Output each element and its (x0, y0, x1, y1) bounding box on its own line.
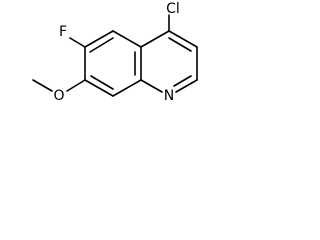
bond-c5-c4a (112, 30, 142, 48)
bond-inner-c4-c3 (168, 37, 192, 52)
atom-label-nitrogen: N (164, 88, 174, 104)
bond-c7-o (66, 79, 86, 92)
bond-inner-c8-c7 (90, 75, 114, 90)
bond-c6-f (69, 37, 86, 48)
structure-diagram: Cl F O N (32, 1, 198, 104)
atom-label-oxygen: O (53, 88, 64, 104)
bond-c4-c3 (168, 30, 198, 48)
bond-c4a-c4 (140, 30, 170, 48)
bond-n1-c8a (140, 79, 163, 93)
bond-c8a-c8 (112, 79, 142, 97)
bond-c6-c5 (84, 30, 114, 48)
bond-c8-c7 (84, 79, 114, 97)
bond-o-ch3 (32, 79, 53, 92)
bond-inner-c2-n1 (173, 75, 192, 87)
atom-label-fluorine: F (59, 24, 67, 40)
bond-inner-c6-c5 (89, 37, 114, 53)
atom-label-chlorine: Cl (166, 1, 180, 17)
molecule-canvas: Cl F O N (0, 0, 215, 137)
bond-c2-n1 (175, 79, 198, 93)
